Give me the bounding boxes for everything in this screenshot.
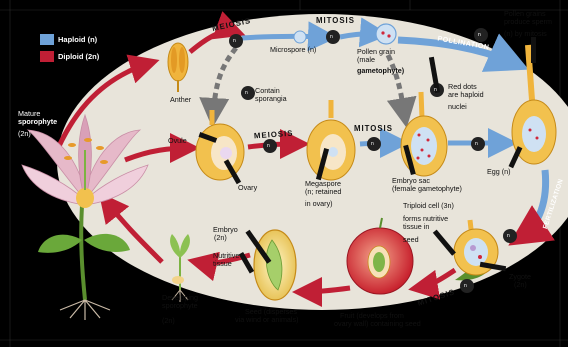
pollen-grain-label-2: (male [357, 56, 375, 64]
microspore-label: Microspore (n) [270, 46, 316, 54]
legend-haploid-label: Haploid (n) [58, 35, 97, 44]
pointer-bar [531, 37, 536, 63]
egg-label: Egg (n) [487, 168, 511, 176]
step-marker [474, 28, 488, 42]
step-marker [503, 229, 517, 243]
megaspore-label-2: (n; retained [305, 188, 341, 196]
step-marker-label: n [478, 31, 481, 39]
step-marker [367, 137, 381, 151]
red-dots-label-3: nuclei [448, 103, 467, 111]
step-marker-label: n [267, 142, 270, 150]
anther-label: Anther [170, 96, 191, 104]
red-dots-label-2: are haploid [448, 91, 484, 99]
pollen-sperm-label-2: produce sperm [504, 18, 552, 26]
step-marker-label: n [464, 282, 467, 290]
step-marker-label: n [434, 86, 437, 94]
triploid-label-3: tissue in [403, 223, 429, 231]
pollen-sperm-label-3: (n) by mitosis [504, 30, 547, 38]
microspore-illustration [294, 31, 306, 43]
mature-sporophyte-label-3: (2n) [18, 130, 31, 138]
zygote-label-2: (2n) [514, 281, 527, 289]
step-marker [229, 34, 243, 48]
triploid-label-1: Triploid cell (3n) [403, 202, 454, 210]
step-marker-label: n [245, 89, 248, 97]
step-marker [471, 137, 485, 151]
step-marker-label: n [371, 140, 374, 148]
step-marker [326, 30, 340, 44]
seed-label-2: via wind or animals) [235, 316, 299, 324]
developing-label-3: (2n) [162, 317, 175, 325]
step-marker-label: n [233, 37, 236, 45]
ovule-label: Ovule [168, 137, 187, 145]
legend-diploid-label: Diploid (2n) [58, 52, 99, 61]
process-mitosis-mid: MITOSIS [354, 125, 393, 133]
pollen-grain-illustration [376, 24, 396, 44]
step-marker [241, 86, 255, 100]
haploid-swatch [40, 34, 54, 45]
ovary-label: Ovary [238, 184, 257, 192]
mature-sporophyte-label-2: sporophyte [18, 118, 57, 126]
step-marker-label: n [507, 232, 510, 240]
process-mitosis-top: MITOSIS [316, 17, 355, 25]
megaspore-label-3: in ovary) [305, 200, 333, 208]
arrow-microspore [242, 36, 328, 38]
triploid-label-4: seed [403, 236, 419, 244]
step-marker-label: n [475, 140, 478, 148]
step-marker-label: n [330, 33, 333, 41]
pollen-grain-label-3: gametophyte) [357, 67, 404, 75]
fruit-label-2: ovary wall) containing seed [334, 320, 421, 328]
embryo-label-2: (2n) [214, 234, 227, 242]
diploid-swatch [40, 51, 54, 62]
step-marker [263, 139, 277, 153]
nutritive-label-2: tissue [213, 260, 232, 268]
contain-label-2: sporangia [255, 95, 287, 103]
seed-illustration [254, 230, 296, 300]
developing-label-2: sporophyte [162, 302, 198, 310]
embryo-sac-label-2: (female gametophyte) [392, 185, 462, 193]
step-marker [460, 279, 474, 293]
